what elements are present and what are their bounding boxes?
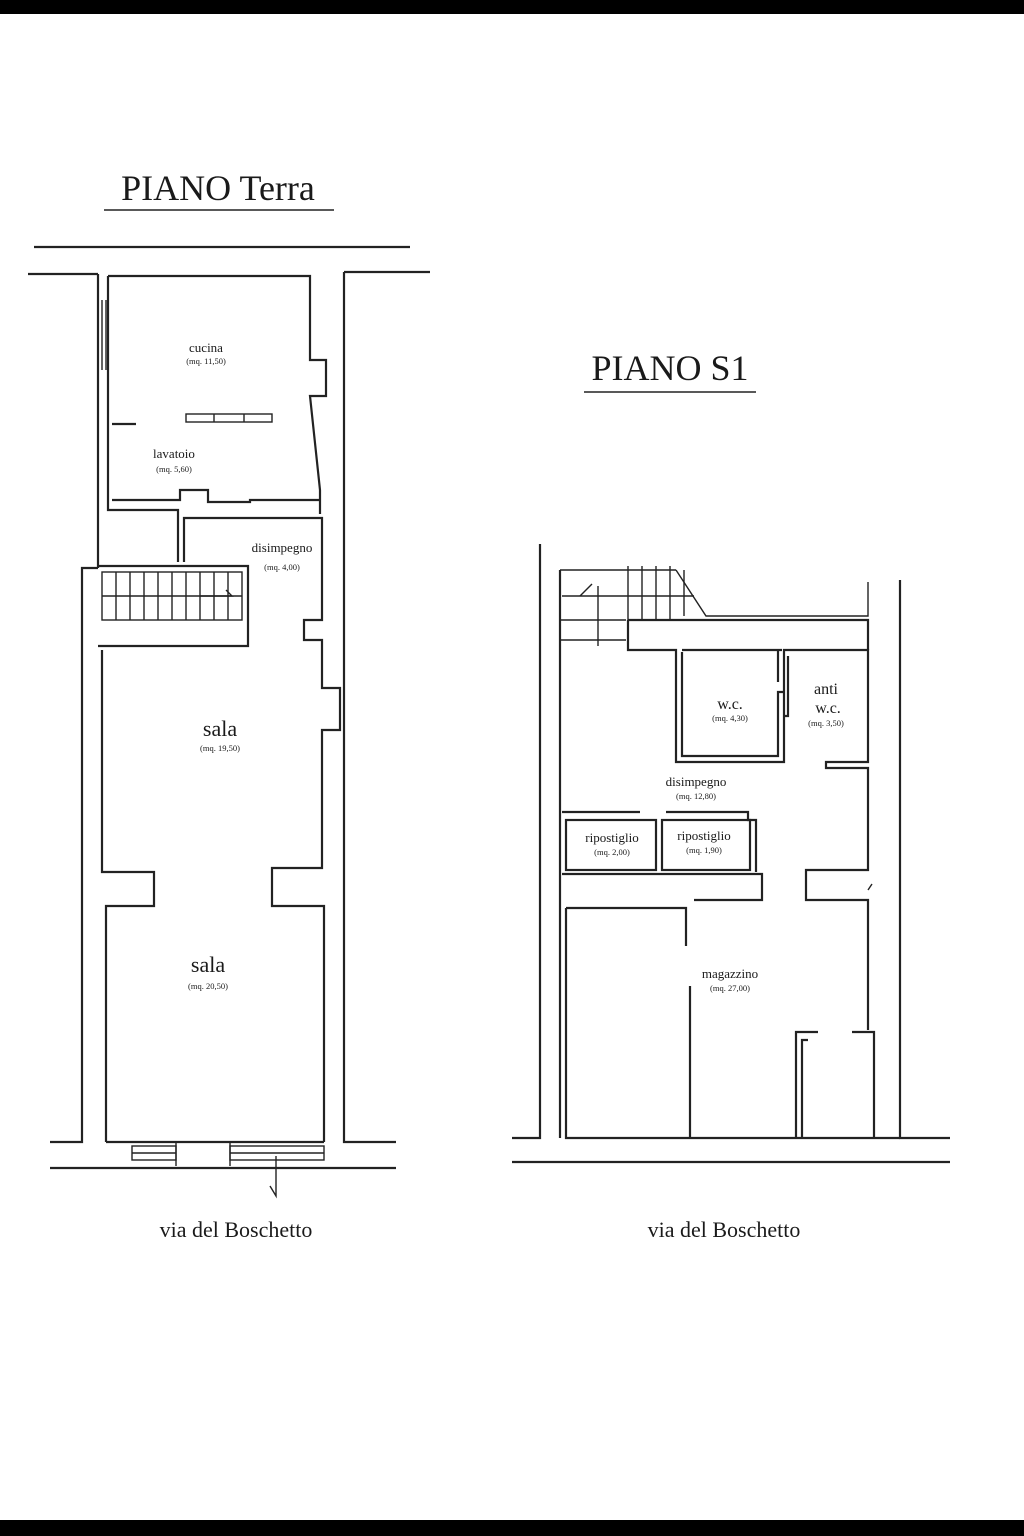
cucina-counter <box>185 413 273 423</box>
cucina-right-wall <box>108 274 328 514</box>
room-label-cucina: cucina <box>189 340 223 355</box>
ground-right-wall <box>342 272 396 1144</box>
basement-stairs-arrow-icon <box>579 583 593 597</box>
room-label-sala-1: sala <box>203 716 237 741</box>
sala-left-wall <box>100 650 156 1142</box>
room-area-cucina: (mq. 11,50) <box>186 356 226 366</box>
room-area-disimpegno: (mq. 4,00) <box>264 562 300 572</box>
entrance-arrow-icon <box>269 1156 277 1199</box>
anti-wc-room <box>784 656 790 718</box>
stairs-arrow-icon <box>200 589 234 597</box>
room-label-magazzino: magazzino <box>702 966 758 981</box>
scan-border-top <box>0 0 1024 14</box>
ripostiglio-1 <box>564 818 658 872</box>
room-label-disimpegno: disimpegno <box>252 540 313 555</box>
magazzino-top-wall <box>566 906 688 946</box>
room-area-wc: (mq. 4,30) <box>712 713 748 723</box>
ground-floor-title: PIANO Terra <box>121 168 315 208</box>
room-label-anti-line1: anti <box>814 681 839 698</box>
room-area-lavatoio: (mq. 5,60) <box>156 464 192 474</box>
room-area-sala-2: (mq. 20,50) <box>188 981 228 991</box>
disimpegno-sala-right-wall <box>182 516 342 1142</box>
basement-right-wall <box>898 580 950 1140</box>
basement-floor-plan: PIANO S1 <box>512 348 950 1242</box>
room-label-ripostiglio-2: ripostiglio <box>677 828 730 843</box>
room-label-anti-line2: w.c. <box>815 700 841 717</box>
ground-street-label: via del Boschetto <box>160 1217 313 1242</box>
lavatoio-bottom-wall <box>112 488 320 504</box>
basement-stairs <box>558 566 869 1138</box>
ripostiglio-2 <box>660 818 752 872</box>
room-area-anti-wc: (mq. 3,50) <box>808 718 844 728</box>
ground-left-wall-lower <box>50 566 98 1144</box>
basement-left-wall <box>512 544 542 1140</box>
wc-block-walls <box>626 620 870 1030</box>
room-area-ripostiglio-2: (mq. 1,90) <box>686 845 722 855</box>
room-label-sala-2: sala <box>191 952 225 977</box>
room-label-disimpegno-s1: disimpegno <box>666 774 727 789</box>
wc-room <box>680 652 784 758</box>
basement-title: PIANO S1 <box>591 348 748 388</box>
magazzino-outer <box>564 908 900 1140</box>
room-area-magazzino: (mq. 27,00) <box>710 983 750 993</box>
room-label-lavatoio: lavatoio <box>153 446 195 461</box>
stair-enclosure <box>98 564 250 648</box>
ground-stairs <box>101 571 243 621</box>
cucina-left-wall <box>106 276 180 562</box>
basement-street-label: via del Boschetto <box>648 1217 801 1242</box>
room-label-ripostiglio-1: ripostiglio <box>585 830 638 845</box>
scan-border-bottom <box>0 1520 1024 1536</box>
room-area-disimpegno-s1: (mq. 12,80) <box>676 791 716 801</box>
room-label-wc: w.c. <box>717 696 743 713</box>
ground-front-entrance <box>106 1140 325 1199</box>
ground-floor-plan: PIANO Terra <box>28 168 430 1242</box>
room-area-sala-1: (mq. 19,50) <box>200 743 240 753</box>
room-area-ripostiglio-1: (mq. 2,00) <box>594 847 630 857</box>
